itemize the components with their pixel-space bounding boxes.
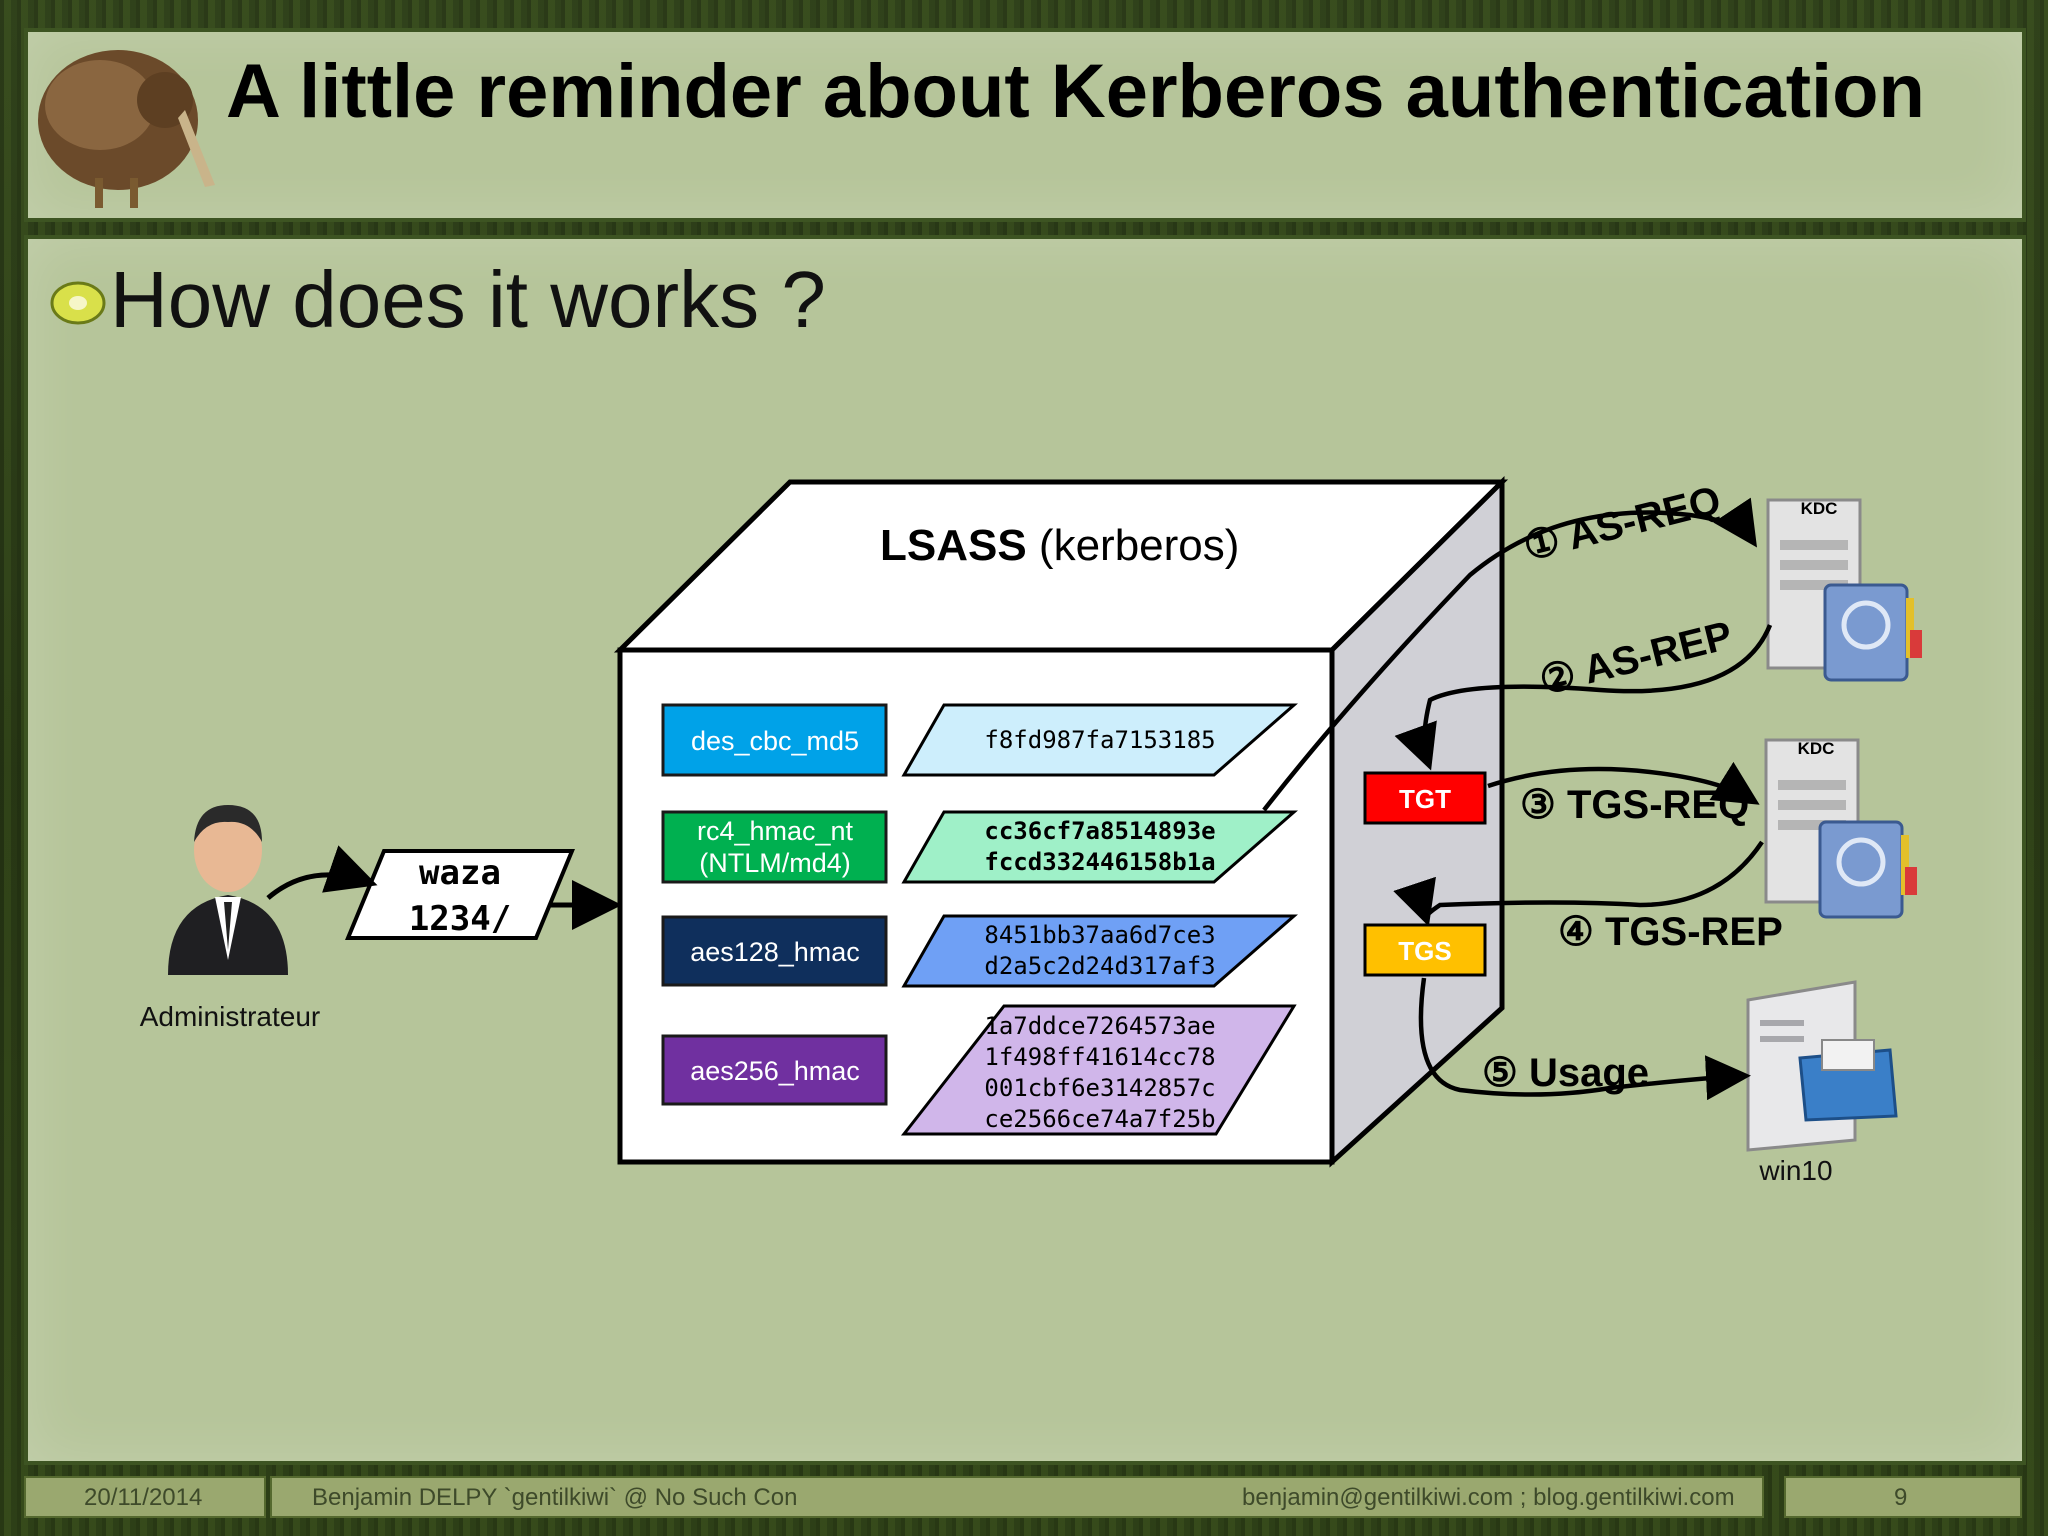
arrow-user-to-password [266, 845, 378, 900]
arrow-usage [1418, 977, 1751, 1101]
step-5-label: ⑤ Usage [1482, 1051, 1649, 1095]
hash-text: d2a5c2d24d317af3 [984, 952, 1215, 980]
svg-text:① AS-REQ: ① AS-REQ [1519, 478, 1725, 569]
bullet-heading: How does it works ? [110, 255, 826, 344]
client-computer-icon [1746, 980, 1898, 1152]
hash-text: f8fd987fa7153185 [984, 726, 1215, 754]
step-3-label: ③ TGS-REQ [1520, 783, 1749, 827]
footer-date-bar [24, 1476, 266, 1518]
hash-box-des [901, 703, 1298, 777]
arrow-tgs-req [1487, 761, 1760, 805]
password-box [345, 849, 575, 940]
step-4-label: ④ TGS-REP [1558, 910, 1783, 954]
administrator-label: Administrateur [140, 1001, 321, 1032]
hash-text: fccd332446158b1a [984, 848, 1215, 876]
algo-label: aes256_hmac [690, 1056, 860, 1086]
tgs-label: TGS [1398, 936, 1451, 966]
algo-box-aes128 [661, 915, 888, 987]
footer-author: Benjamin DELPY `gentilkiwi` @ No Such Co… [312, 1484, 798, 1511]
hash-text: 001cbf6e3142857c [984, 1074, 1215, 1102]
tgs-ticket [1363, 923, 1487, 977]
algo-box-rc4 [661, 810, 888, 884]
algo-label: rc4_hmac_nt [697, 816, 854, 846]
hash-box-aes128 [901, 914, 1298, 988]
administrator-user-icon [168, 805, 288, 975]
hash-box-aes256 [900, 1004, 1297, 1136]
key-rows: des_cbc_md5 rc4_hmac_nt (NTLM/md4) aes12… [661, 703, 888, 1106]
arrow-as-req [1262, 497, 1757, 812]
password-line: 1234/ [409, 899, 511, 939]
footer-page-bar [1784, 1476, 2022, 1518]
footer-contact: benjamin@gentilkiwi.com ; blog.gentilkiw… [1242, 1484, 1735, 1511]
footer-main-bar [270, 1476, 1764, 1518]
kiwi-bird-logo [38, 50, 215, 208]
footer-date: 20/11/2014 [84, 1484, 203, 1511]
kdc-server-icon-2 [1764, 738, 1917, 919]
algo-box-des [661, 703, 888, 777]
kdc-label-2: KDC [1798, 739, 1835, 758]
arrow-as-rep [1394, 624, 1773, 771]
slide-title: A little reminder about Kerberos authent… [226, 49, 1925, 134]
hash-text: ce2566ce74a7f25b [984, 1105, 1215, 1133]
hash-text: cc36cf7a8514893e [984, 817, 1215, 845]
footer-page-number: 9 [1894, 1484, 1908, 1511]
client-label: win10 [1758, 1155, 1832, 1186]
hash-text: 1f498ff41614cc78 [984, 1043, 1215, 1071]
title-panel [24, 28, 2026, 222]
hash-text: 8451bb37aa6d7ce3 [984, 921, 1215, 949]
kdc-label-1: KDC [1801, 499, 1838, 518]
tgt-label: TGT [1399, 784, 1451, 814]
algo-box-aes256 [661, 1034, 888, 1106]
algo-label: (NTLM/md4) [699, 848, 851, 878]
step-1-label: ① AS-REQ [1519, 478, 1725, 569]
hash-text: 1a7ddce7264573ae [984, 1012, 1215, 1040]
lsass-title: LSASS (kerberos) [880, 521, 1239, 570]
kdc-server-icon-1 [1766, 498, 1922, 682]
hash-values: f8fd987fa7153185 cc36cf7a8514893e fccd33… [900, 703, 1298, 1136]
tgt-ticket [1363, 771, 1487, 825]
arrow-tgs-rep [1393, 840, 1764, 927]
hash-box-rc4 [901, 810, 1298, 884]
algo-label: des_cbc_md5 [691, 726, 859, 756]
kiwi-slice-bullet-icon [50, 281, 106, 325]
algo-label: aes128_hmac [690, 937, 860, 967]
password-line: waza [419, 853, 501, 893]
